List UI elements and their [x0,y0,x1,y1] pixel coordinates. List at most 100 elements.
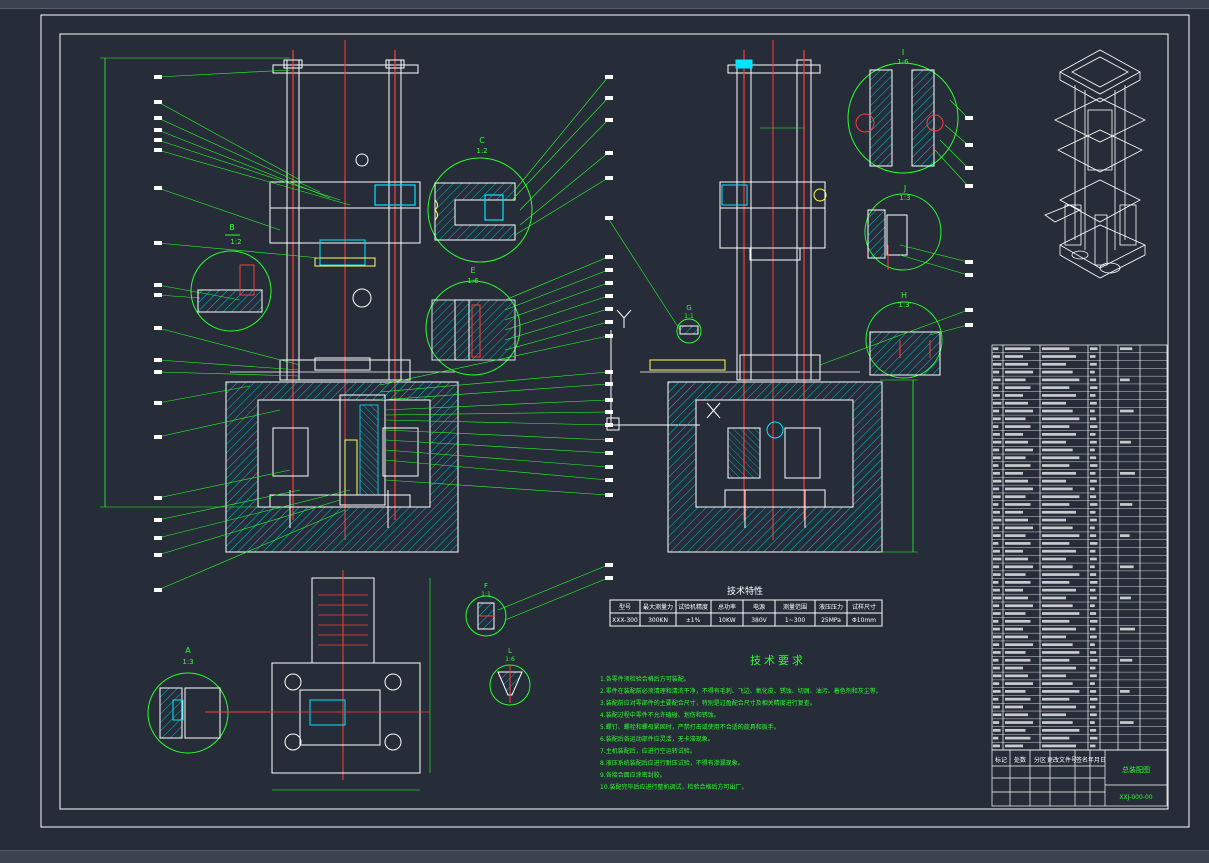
parts-list-entry-mark [1005,479,1028,483]
parts-list-entry-mark [1090,534,1097,537]
parts-list-entry-mark [1005,697,1031,701]
tb-h2: 分区 [1034,756,1046,764]
parts-list-entry-mark [1042,744,1076,748]
parts-list-entry-mark [1090,518,1097,522]
parts-list-entry-mark [1005,534,1026,537]
tech-req-item-8: 8.液压系统装配后应进行耐压试验，不得有渗漏现象。 [600,759,744,767]
parts-list-entry-mark [1042,619,1070,623]
tp-h7: 试样尺寸 [852,603,876,611]
parts-list-entry-mark [1005,440,1028,444]
parts-list-entry-mark [1005,565,1033,569]
parts-list-entry-mark [1042,347,1070,351]
parts-list-entry-mark [993,433,1000,436]
parts-list-entry-mark [993,394,1000,397]
leader-lines-right [819,99,969,366]
tp-h1: 最大测量力 [643,603,673,611]
parts-list-entry-mark [1005,347,1031,351]
parts-list-entry-mark [1090,666,1096,670]
parts-list-entry-mark [1005,355,1023,358]
parts-list-entry-mark [1042,456,1080,460]
parts-list-entry-mark [1120,378,1130,382]
parts-list-entry-mark [993,401,1002,405]
parts-list-entry-mark [1042,440,1066,444]
title-block [991,749,1168,807]
parts-list-entry-mark [993,464,999,467]
tp-h5: 测量范围 [783,603,807,611]
parts-list-entry-mark [1090,394,1096,397]
parts-list-rows [992,352,1167,743]
title-block-headers: 标记 处数 分区 更改文件号 签名 年月日 [995,756,1106,764]
parts-list-entry-mark [1042,495,1080,499]
parts-list-entry-mark [1120,658,1133,662]
parts-list-entry-mark [993,580,999,584]
tech-params-title: 技术特性 [727,585,763,597]
detail-l-label: L [508,647,512,655]
tp-v5: 1~300 [785,617,805,624]
parts-list-entry-mark [1042,557,1066,561]
parts-list-entry-mark [1005,409,1033,413]
tech-req-item-9: 9.各接合面应涂密封胶。 [600,771,666,779]
parts-list-entry-mark [1090,658,1098,662]
parts-list-entry-mark [1090,347,1098,351]
parts-list-entry-mark [1042,580,1070,584]
parts-list-entry-mark [1042,433,1076,436]
detail-j-scale: 1:3 [899,194,910,202]
leader-tags-left [154,75,162,592]
parts-list-entry-mark [1090,580,1098,584]
parts-list-entry-mark [993,487,1000,491]
parts-list-entry-mark [1005,604,1033,608]
parts-list-entry-mark [1120,503,1133,506]
tp-v7: Φ10mm [852,617,876,624]
parts-list-entry-mark [993,409,1000,413]
parts-list-entry-mark [1090,471,1096,475]
tp-v2: ±1% [686,617,701,624]
parts-list-entry-mark [1120,471,1135,475]
parts-list-entry-mark [1090,386,1098,390]
detail-b-left-view: B 1:2 [190,223,272,332]
parts-list-entry-mark [1042,588,1076,592]
parts-list-entry-mark [1042,643,1073,647]
parts-list-entry-mark [1005,619,1031,623]
tech-params-table: 技术特性 型号 最大测量力 试验机精度 总功率 电源 测量范围 液压压力 试样尺… [609,585,883,627]
parts-list-entry-mark [1042,518,1066,522]
parts-list-entry-mark [993,355,1000,358]
detail-a-label: A [185,646,191,655]
detail-f-view: F 1:1 [465,582,507,637]
parts-list-entry-mark [993,588,1000,592]
parts-list-entry-mark [1120,627,1135,631]
front-view [100,40,459,553]
parts-list-entry-mark [1005,713,1028,717]
ucs-icon [606,309,721,431]
tech-req-item-2: 2.零件在装配前必须清理和清洗干净，不得有毛刺、飞边、氧化皮、锈蚀、切屑、油污、… [600,687,882,695]
parts-list-entry-mark [1090,604,1095,608]
tp-v3: 10KW [718,617,735,624]
detail-l-scale: 1:6 [505,656,515,663]
parts-list-entry-mark [1005,643,1033,647]
parts-list-entry-mark [1090,697,1098,701]
parts-list-entry-mark [1005,386,1031,390]
parts-list-entry-mark [1005,573,1026,576]
parts-list-entry-mark [1090,588,1096,592]
parts-list-entry-mark [993,573,1001,576]
parts-list-entry-mark [993,448,1000,452]
detail-h-scale: 1:3 [898,301,909,309]
parts-list-entry-mark [1042,378,1080,382]
parts-list-entry-mark [1042,627,1076,631]
parts-list-entry-mark [1005,495,1026,499]
tp-h4: 电源 [753,603,765,611]
parts-list-entry-mark [993,697,999,701]
parts-list-entry-mark [1120,440,1131,444]
parts-list-entry-mark [1090,378,1097,382]
detail-h-view: H 1:3 [865,291,943,379]
parts-list-entry-mark [1005,518,1028,522]
parts-list-entry-mark [1005,596,1028,600]
parts-list-entry-mark [1042,448,1073,452]
isometric-view [1044,49,1146,279]
parts-list-entry-mark [1042,417,1080,421]
detail-f-scale: 1:1 [481,591,491,598]
detail-c-view: C 1:2 [427,136,533,263]
parts-list-entry-mark [1042,713,1066,717]
parts-list-entry-mark [1090,510,1096,514]
parts-list-entry-mark [993,549,1000,553]
parts-list-entry-mark [1042,542,1070,545]
